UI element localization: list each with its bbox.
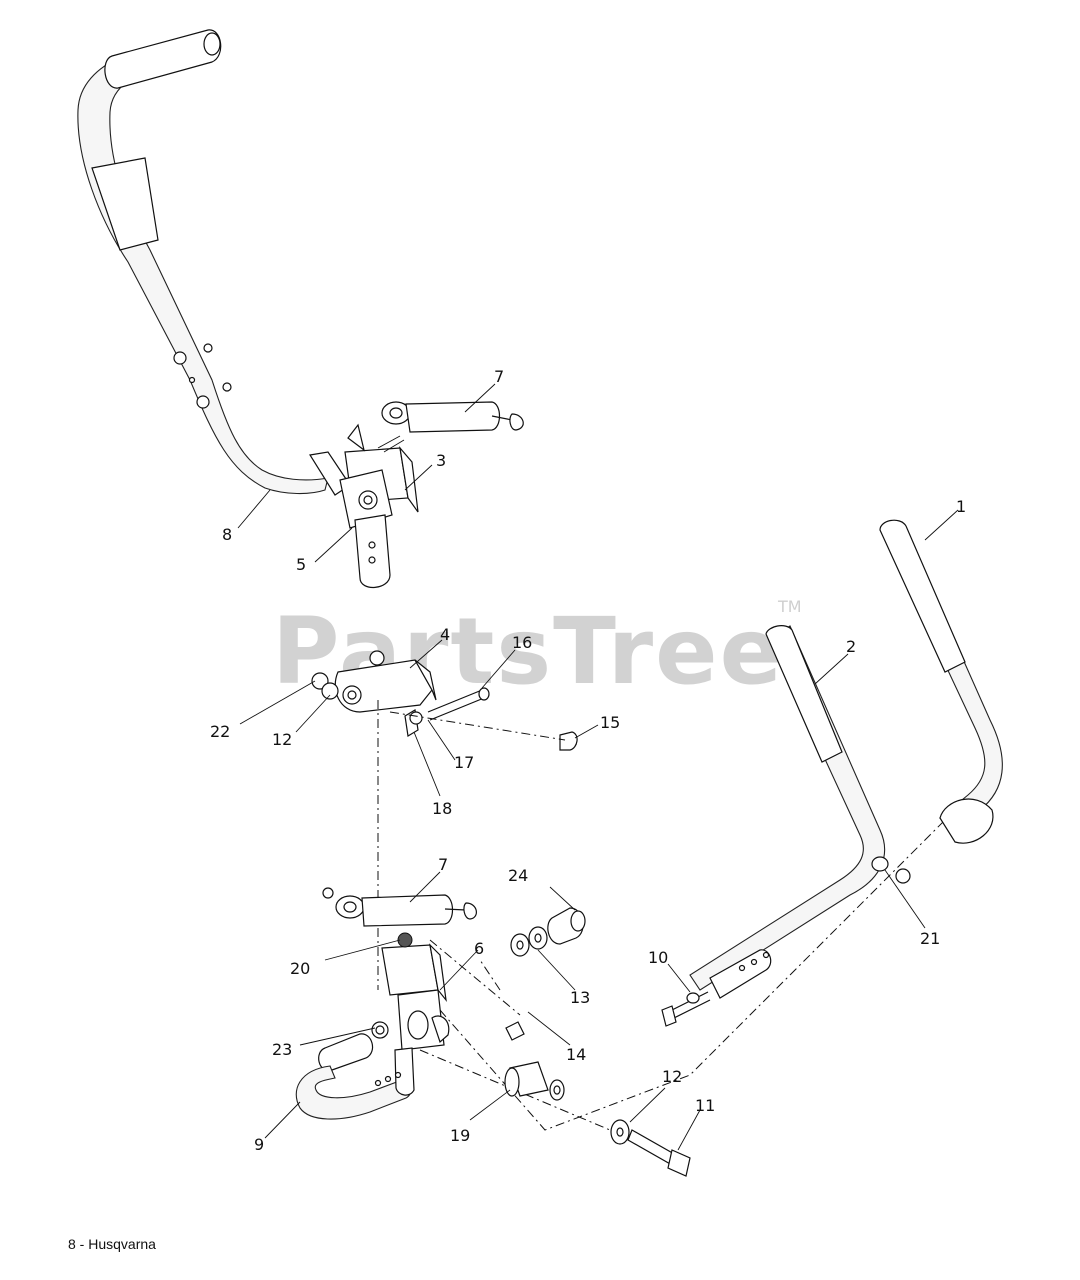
callout-24: 24 [508, 866, 528, 885]
part-callouts: 1 2 3 4 5 6 7 7 8 9 10 11 12 12 13 14 15… [210, 367, 966, 1154]
callout-12-upper: 12 [272, 730, 292, 749]
callout-12-lower: 12 [662, 1067, 682, 1086]
callout-10: 10 [648, 948, 668, 967]
right-control-lever [661, 519, 1003, 1027]
callout-13: 13 [570, 988, 590, 1007]
callout-14: 14 [566, 1045, 586, 1064]
hardware-parts [504, 907, 691, 1177]
callout-22: 22 [210, 722, 230, 741]
callout-15: 15 [600, 713, 620, 732]
callout-9: 9 [254, 1135, 264, 1154]
callout-17: 17 [454, 753, 474, 772]
callout-11: 11 [695, 1096, 715, 1115]
lower-bracket-assembly [295, 932, 450, 1120]
callout-1: 1 [956, 497, 966, 516]
upper-bracket-assembly [309, 423, 419, 588]
callout-16: 16 [512, 633, 532, 652]
callout-3: 3 [436, 451, 446, 470]
callout-7-upper: 7 [494, 367, 504, 386]
callout-8: 8 [222, 525, 232, 544]
leader-lines [237, 383, 959, 1151]
lower-damper [322, 887, 477, 927]
callout-21: 21 [920, 929, 940, 948]
mid-plate-assembly [311, 650, 578, 751]
page-footer: 8 - Husqvarna [68, 1236, 156, 1252]
callout-20: 20 [290, 959, 310, 978]
callout-18: 18 [432, 799, 452, 818]
callout-6: 6 [474, 939, 484, 958]
callout-2: 2 [846, 637, 856, 656]
callout-5: 5 [296, 555, 306, 574]
callout-23: 23 [272, 1040, 292, 1059]
upper-control-handle [77, 29, 329, 495]
watermark-tm: TM [777, 597, 802, 616]
callout-7-lower: 7 [438, 855, 448, 874]
upper-damper [381, 401, 524, 433]
callout-4: 4 [440, 625, 450, 644]
callout-19: 19 [450, 1126, 470, 1145]
